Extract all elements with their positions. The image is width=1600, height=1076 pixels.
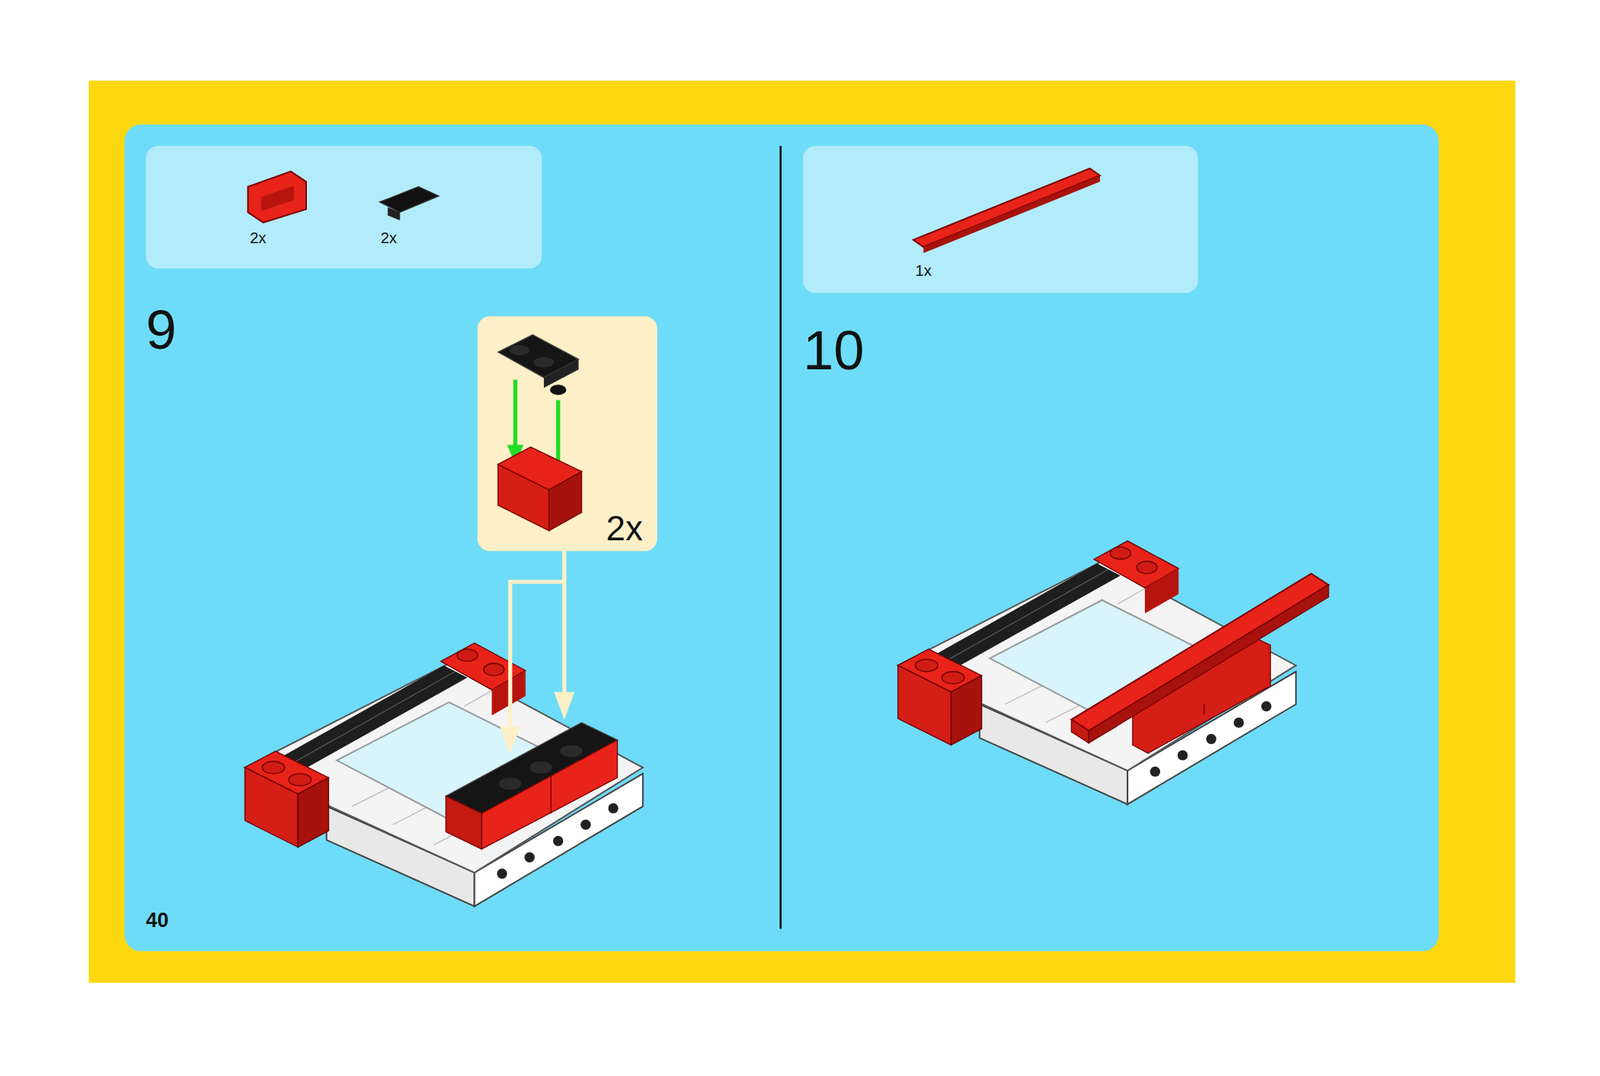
part-count: 2x [606,510,643,546]
parts-panel: 2x [477,316,658,551]
part-count: 2x [249,229,266,245]
part-count: 2x [380,229,397,245]
part-count: 1x [915,262,932,278]
page-number: 40 [145,909,169,930]
parts-panel: 1x [803,145,1199,293]
step-number: 9 [145,302,177,358]
parts-panel: 2x 2x [145,145,542,269]
step-number: 10 [803,322,865,378]
